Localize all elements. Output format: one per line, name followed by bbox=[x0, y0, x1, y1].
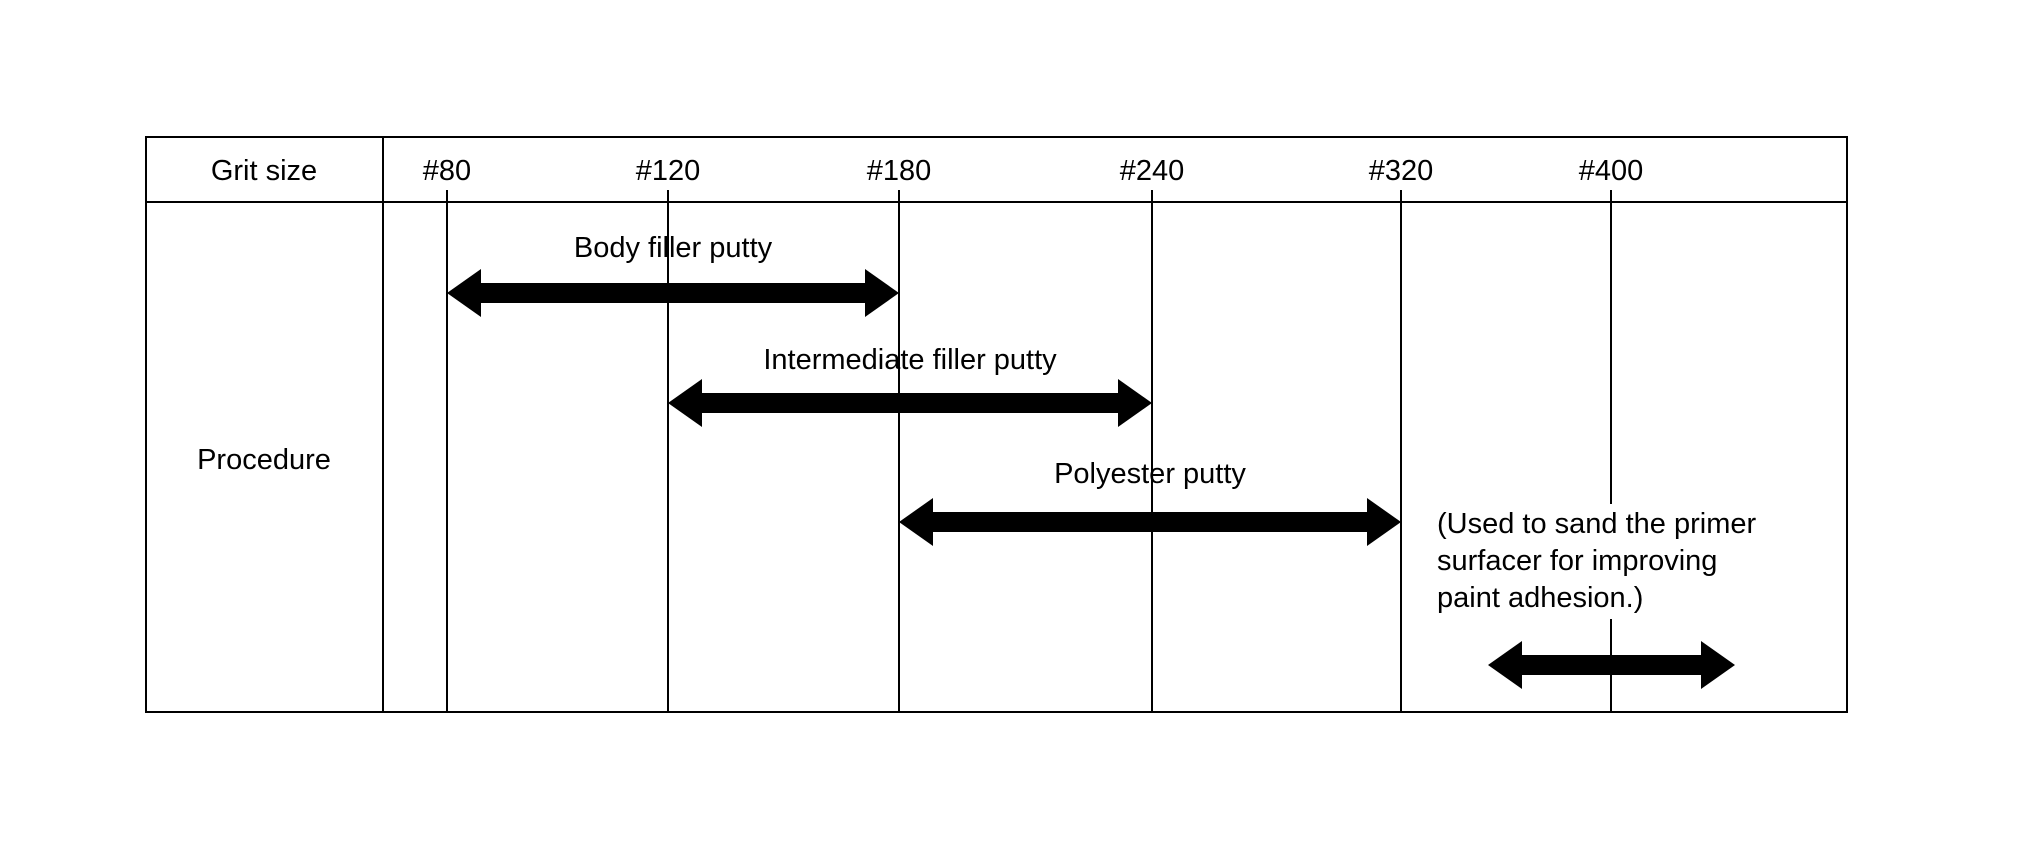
table-frame bbox=[145, 136, 1848, 713]
range-arrow-shaft bbox=[698, 393, 1122, 413]
procedure-row-label: Procedure bbox=[197, 444, 331, 476]
arrow-head-left bbox=[447, 269, 481, 317]
grit-tick-label: #180 bbox=[866, 155, 932, 187]
grit-gridline bbox=[1610, 190, 1612, 713]
note-text-line: (Used to sand the primer bbox=[1437, 508, 1757, 540]
header-separator-line bbox=[145, 201, 1848, 203]
arrow-head-left bbox=[899, 498, 933, 546]
range-arrow-label: Polyester putty bbox=[1054, 458, 1246, 490]
range-arrow-shaft bbox=[477, 283, 869, 303]
arrow-head-right bbox=[1118, 379, 1152, 427]
range-arrow-shaft bbox=[929, 512, 1371, 532]
arrow-head-left bbox=[668, 379, 702, 427]
range-arrow-shaft bbox=[1518, 655, 1705, 675]
arrow-head-right bbox=[1367, 498, 1401, 546]
note-text-line: paint adhesion.) bbox=[1437, 582, 1644, 614]
arrow-head-left bbox=[1488, 641, 1522, 689]
arrow-head-right bbox=[1701, 641, 1735, 689]
range-arrow-label: Body filler putty bbox=[573, 232, 773, 264]
grit-tick-label: #80 bbox=[422, 155, 472, 187]
grit-size-header-label: Grit size bbox=[210, 155, 318, 187]
grit-tick-label: #320 bbox=[1368, 155, 1434, 187]
arrow-head-right bbox=[865, 269, 899, 317]
grit-gridline bbox=[1400, 190, 1402, 713]
note-text-line: surfacer for improving bbox=[1437, 545, 1718, 577]
grit-gridline bbox=[1151, 190, 1153, 713]
grit-gridline bbox=[446, 190, 448, 713]
grit-tick-label: #120 bbox=[635, 155, 701, 187]
note-text: (Used to sand the primer surfacer for imp… bbox=[1437, 504, 1761, 619]
grit-tick-label: #400 bbox=[1578, 155, 1644, 187]
label-column-divider-line bbox=[382, 136, 384, 713]
grit-tick-label: #240 bbox=[1119, 155, 1185, 187]
grit-gridline bbox=[667, 190, 669, 713]
grit-gridline bbox=[898, 190, 900, 713]
range-arrow-label: Intermediate filler putty bbox=[763, 344, 1057, 376]
